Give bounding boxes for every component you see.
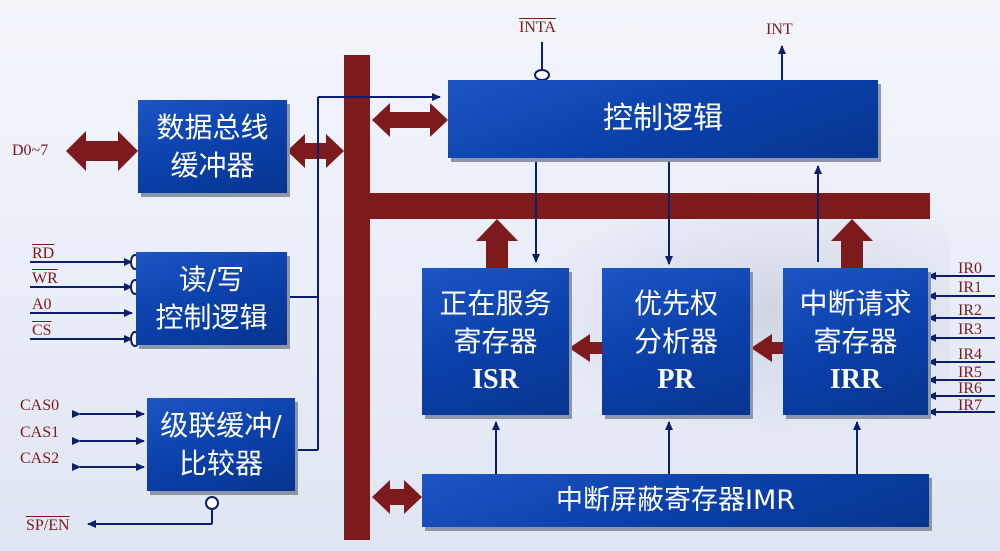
pr-label-2: 分析器 [633, 324, 718, 358]
pin-a0: A0 [32, 296, 52, 313]
irr-abbr: IRR [829, 363, 882, 395]
pin-cs: CS [32, 322, 52, 339]
imr-label: 中断屏蔽寄存器IMR [555, 484, 796, 516]
internal-bus-vertical [344, 55, 370, 540]
isr-block: 正在服务 寄存器 ISR [422, 268, 569, 415]
irr-to-pr-arrow [751, 334, 783, 362]
buffer-bus-double-arrow [287, 134, 344, 168]
irr-block: 中断请求 寄存器 IRR [783, 268, 928, 415]
data-bus-double-arrow [66, 131, 138, 171]
isr-abbr: ISR [472, 363, 519, 395]
cascade-buffer-label-1: 级联缓冲/ [160, 408, 282, 442]
pr-label-1: 优先权 [633, 286, 718, 320]
irr-label-2: 寄存器 [813, 324, 898, 358]
pin-d0-7: D0~7 [12, 142, 49, 159]
control-logic-bus-double-arrow [372, 103, 448, 137]
pin-ir7: IR7 [958, 397, 982, 414]
pin-ir6: IR6 [958, 380, 982, 397]
control-logic-block: 控制逻辑 [448, 80, 878, 158]
pr-block: 优先权 分析器 PR [602, 268, 750, 415]
sp-en-inversion-bubble [205, 496, 219, 510]
pin-ir1: IR1 [958, 279, 982, 296]
pin-sp-en: SP/EN [26, 517, 70, 534]
pin-ir2: IR2 [958, 302, 982, 319]
pin-rd: RD [32, 245, 55, 262]
imr-bus-double-arrow [372, 480, 422, 514]
read-write-control-label-2: 控制逻辑 [155, 300, 268, 334]
isr-label-1: 正在服务 [439, 286, 552, 320]
read-write-control-block: 读/写 控制逻辑 [136, 252, 287, 345]
data-bus-buffer-label-1: 数据总线 [156, 110, 269, 144]
control-logic-label: 控制逻辑 [603, 101, 723, 136]
pin-cas0: CAS0 [20, 397, 60, 414]
data-bus-buffer-block: 数据总线 缓冲器 [138, 100, 287, 193]
pin-cas1: CAS1 [20, 424, 60, 441]
pin-inta: INTA [519, 19, 556, 36]
pin-wr: WR [32, 270, 58, 287]
irr-bus-up-arrow [831, 219, 873, 268]
cascade-buffer-block: 级联缓冲/ 比较器 [147, 398, 295, 491]
internal-bus-horizontal [370, 193, 930, 219]
pr-to-isr-arrow [569, 334, 602, 362]
pin-ir5: IR5 [958, 364, 982, 381]
pin-ir4: IR4 [958, 346, 982, 363]
irr-label-1: 中断请求 [799, 286, 912, 320]
isr-label-2: 寄存器 [453, 324, 538, 358]
inta-inversion-bubble [534, 69, 550, 81]
isr-bus-up-arrow [476, 219, 518, 268]
data-bus-buffer-label-2: 缓冲器 [170, 148, 255, 182]
pr-abbr: PR [657, 363, 695, 395]
read-write-control-label-1: 读/写 [178, 262, 245, 296]
pin-ir3: IR3 [958, 321, 982, 338]
pin-int: INT [766, 21, 793, 38]
cascade-buffer-label-2: 比较器 [178, 446, 263, 480]
imr-block: 中断屏蔽寄存器IMR [422, 474, 929, 527]
pin-ir0: IR0 [958, 260, 982, 277]
pin-cas2: CAS2 [20, 450, 60, 467]
